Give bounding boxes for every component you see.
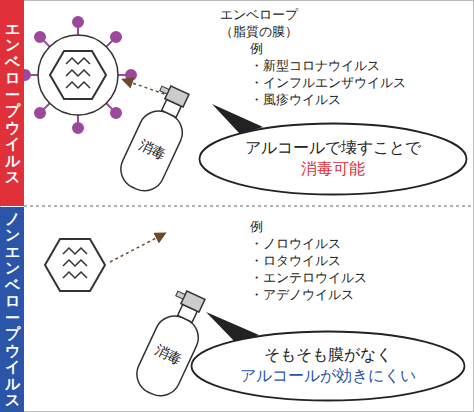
divider — [24, 206, 474, 207]
bubble-text: そもそも膜がなく — [264, 345, 392, 366]
band-title: エンベロープウイルス — [5, 21, 20, 186]
example-item: ・ノロウイルス — [250, 235, 341, 252]
example-item: ・インフルエンザウイルス — [250, 74, 406, 91]
example-item: ・風疹ウイルス — [250, 91, 341, 108]
category-band: ノンエンベロープウイルス — [0, 207, 24, 412]
bubble-text: アルコールで壊すことで — [245, 138, 421, 159]
enveloped-virus — [20, 17, 136, 133]
example-item: ・新型コロナウイルス — [250, 57, 380, 74]
speech-bubble: そもそも膜がなくアルコールが効きにくい — [190, 330, 466, 402]
example-item: ・エンテロウイルス — [250, 269, 367, 286]
example-item: 例 — [250, 40, 263, 57]
spray-bottle — [114, 81, 200, 197]
category-band: エンベロープウイルス — [0, 0, 24, 206]
spray-arrow — [124, 80, 170, 96]
example-item: ・ロタウイルス — [250, 252, 341, 269]
speech-bubble: アルコールで壊すことで消毒可能 — [198, 122, 468, 196]
spray-arrow — [110, 234, 164, 262]
spray-bottle — [130, 286, 216, 402]
non-enveloped-virus — [45, 239, 105, 291]
bubble-text: アルコールが効きにくい — [240, 366, 416, 387]
example-item: ・アデノウイルス — [250, 286, 354, 303]
bubble-text: 消毒可能 — [301, 159, 365, 180]
part-label: エンベロープ （脂質の膜） — [214, 6, 304, 40]
example-item: 例 — [250, 218, 263, 235]
band-title: ノンエンベロープウイルス — [5, 211, 20, 409]
